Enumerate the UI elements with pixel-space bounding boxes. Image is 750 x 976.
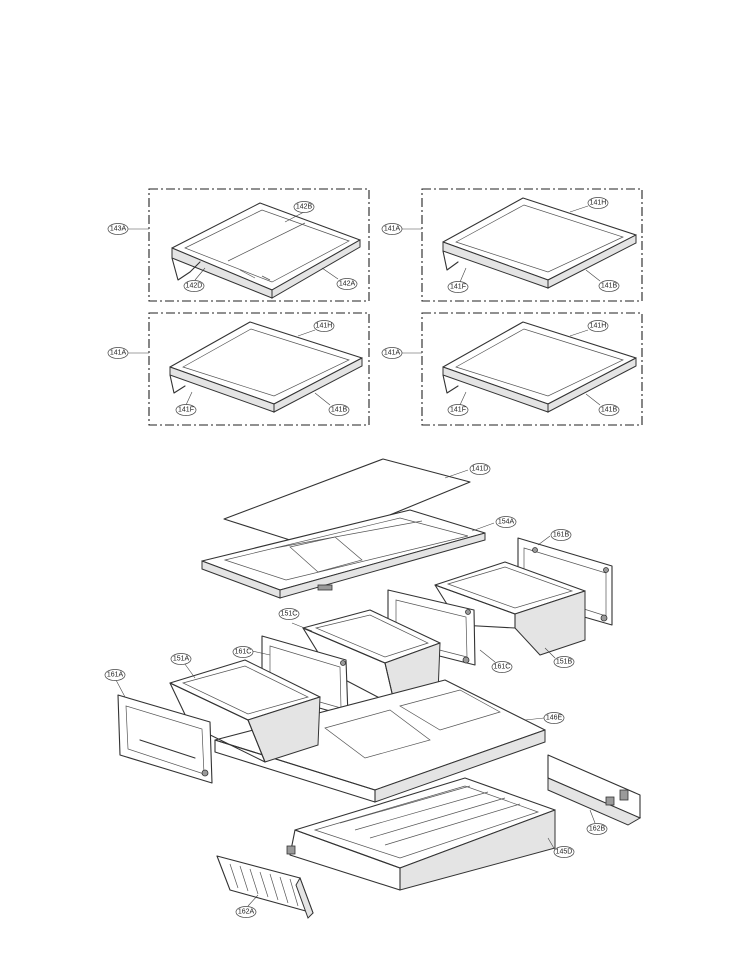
right-drawer (434, 561, 586, 656)
callout-label: 141F (450, 407, 466, 414)
callout-145d: 145D (553, 846, 575, 858)
callout-label: 141B (331, 407, 348, 414)
callout-142a: 142A (336, 278, 358, 290)
callout-label: 141H (590, 200, 607, 207)
callout-154a: 154A (495, 516, 517, 528)
callout-141f-box3: 141F (175, 404, 197, 416)
callout-label: 141A (384, 226, 401, 233)
drawer-tray (214, 679, 546, 803)
callout-label: 154A (498, 519, 515, 526)
callout-141b-box2: 141B (598, 280, 620, 292)
callout-label: 162B (589, 826, 606, 833)
glass-shelf-drawing-3 (169, 321, 363, 413)
callout-label: 141B (601, 283, 618, 290)
callout-141h-box2: 141H (587, 197, 609, 209)
callout-label: 141D (472, 466, 489, 473)
crisper-cover (201, 509, 486, 599)
callout-141f-box2: 141F (447, 281, 469, 293)
callout-label: 151C (281, 611, 298, 618)
callout-label: 161A (107, 672, 124, 679)
shelf-assembly-box-1 (148, 188, 370, 302)
callout-label: 141B (601, 407, 618, 414)
callout-151c: 151C (278, 608, 300, 620)
callout-label: 161C (494, 664, 511, 671)
callout-label: 142B (296, 204, 313, 211)
callout-161c-right: 161C (491, 661, 513, 673)
callout-162a: 162A (235, 906, 257, 918)
callout-142b: 142B (293, 201, 315, 213)
callout-label: 146E (546, 715, 563, 722)
callout-151b: 151B (553, 656, 575, 668)
callout-label: 161C (235, 649, 252, 656)
split-shelf-drawing (171, 202, 361, 299)
callout-label: 141H (316, 323, 333, 330)
callout-141a-box4: 141A (381, 347, 403, 359)
callout-141d: 141D (469, 463, 491, 475)
callout-label: 162A (238, 909, 255, 916)
leader-lines (115, 205, 601, 907)
slide-rail-left (216, 855, 314, 919)
glass-shelf-drawing-2 (442, 197, 637, 289)
callout-label: 141A (384, 350, 401, 357)
callout-143a: 143A (107, 223, 129, 235)
bottom-pan (286, 777, 556, 891)
callout-141f-box4: 141F (447, 404, 469, 416)
callout-label: 141F (178, 407, 194, 414)
callout-141h-box4: 141H (587, 320, 609, 332)
glass-panel (223, 458, 471, 548)
callout-label: 161B (553, 532, 570, 539)
callout-141b-box3: 141B (328, 404, 350, 416)
callout-151a: 151A (170, 653, 192, 665)
callout-label: 142D (186, 283, 203, 290)
slide-rail-right (547, 754, 642, 826)
callout-141h-box3: 141H (313, 320, 335, 332)
callout-label: 151B (556, 659, 573, 666)
callout-label: 141A (110, 350, 127, 357)
left-end-cap (117, 694, 213, 784)
shelf-assembly-box-3 (148, 312, 370, 426)
callout-161c-left: 161C (232, 646, 254, 658)
shelf-assembly-box-2 (421, 188, 643, 302)
callout-161a: 161A (104, 669, 126, 681)
callout-label: 142A (339, 281, 356, 288)
callout-141a-box2: 141A (381, 223, 403, 235)
callout-141a-box3: 141A (107, 347, 129, 359)
callout-146e: 146E (543, 712, 565, 724)
callout-142d: 142D (183, 280, 205, 292)
left-drawer (169, 659, 321, 763)
callout-141b-box4: 141B (598, 404, 620, 416)
callout-label: 151A (173, 656, 190, 663)
callout-label: 143A (110, 226, 127, 233)
callout-161b: 161B (550, 529, 572, 541)
callout-label: 145D (556, 849, 573, 856)
callout-label: 141F (450, 284, 466, 291)
callout-162b: 162B (586, 823, 608, 835)
callout-label: 141H (590, 323, 607, 330)
glass-shelf-drawing-4 (442, 321, 637, 413)
shelf-assembly-box-4 (421, 312, 643, 426)
